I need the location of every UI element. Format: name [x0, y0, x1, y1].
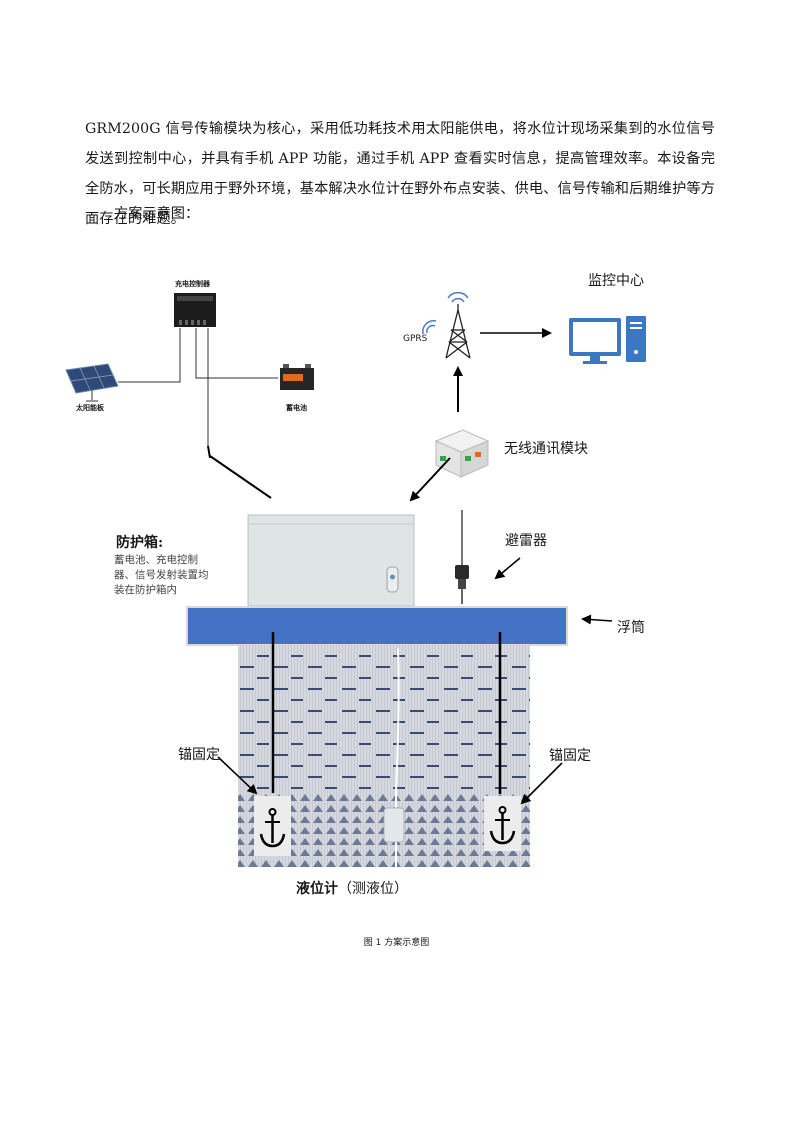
label-float: 浮筒: [617, 620, 645, 636]
arrow-module-to-box: [409, 457, 451, 502]
protective-box: [247, 514, 415, 607]
label-protective-box-title: 防护箱:: [116, 535, 164, 551]
wireless-module-icon: [434, 429, 490, 478]
label-anchor-left: 锚固定: [178, 747, 220, 763]
label-lightning-rod: 避雷器: [505, 533, 547, 549]
signal-waves-icon: [422, 291, 469, 335]
label-battery: 蓄电池: [286, 404, 307, 412]
label-charge-controller: 充电控制器: [175, 280, 210, 288]
computer-monitor-icon: [569, 316, 646, 364]
figure-caption: 图 1 方案示意图: [363, 938, 430, 948]
controller-pointer-line: [209, 455, 272, 499]
label-gprs: GPRS: [403, 334, 428, 344]
label-monitoring-center: 监控中心: [588, 273, 644, 289]
charge-controller-icon: [174, 293, 216, 327]
wiring-lines: [118, 328, 278, 446]
anchor-left-icon: [254, 796, 291, 856]
section-label: 方案示意图：: [114, 206, 200, 222]
gprs-tower-icon: [445, 304, 471, 359]
label-anchor-right: 锚固定: [549, 748, 591, 764]
float-bar: [186, 606, 568, 646]
label-protective-box-desc: 蓄电池、充电控制 器、信号发射装置均 装在防护箱内: [114, 554, 209, 596]
battery-icon: [280, 364, 314, 390]
anchor-right-icon: [484, 796, 521, 851]
arrow-to-float: [581, 614, 613, 625]
intro-paragraph: GRM200G 信号传输模块为核心，采用低功耗技术用太阳能供电，将水位计现场采集…: [85, 121, 715, 227]
arrow-anchor-right: [520, 762, 563, 805]
label-wireless-module: 无线通讯模块: [504, 441, 588, 457]
arrow-to-lightning-rod: [494, 557, 521, 580]
solar-panel-icon: [65, 363, 119, 402]
label-level-gauge: 液位计（测液位）: [296, 881, 408, 897]
arrow-anchor-left: [217, 756, 258, 795]
label-solar-panel: 太阳能板: [76, 404, 104, 412]
lightning-rod-icon: [455, 510, 469, 604]
